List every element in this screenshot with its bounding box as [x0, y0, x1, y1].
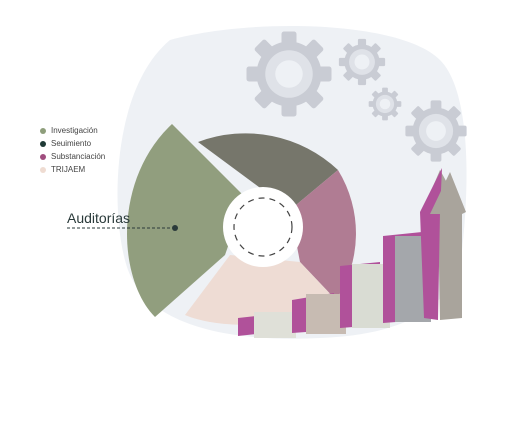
gear-icon	[246, 31, 332, 117]
legend-swatch	[40, 166, 46, 173]
legend-item: Substanciación	[40, 150, 105, 163]
legend-swatch	[40, 127, 46, 134]
gear-icon	[338, 38, 386, 86]
legend-swatch	[40, 140, 46, 147]
legend-label: Investigación	[51, 126, 98, 135]
gear-icon	[405, 100, 467, 162]
legend-item: TRIJAEM	[40, 163, 105, 176]
legend-label: Substanciación	[51, 152, 106, 161]
legend-label: TRIJAEM	[51, 165, 86, 174]
growth-arrow-icon	[238, 168, 466, 338]
callout-dot	[172, 225, 178, 231]
legend-swatch	[40, 153, 46, 160]
legend-item: Seuimiento	[40, 137, 105, 150]
donut-slice-sage	[127, 124, 245, 317]
callout-auditorias-label: Auditorías	[67, 210, 131, 226]
donut-slice-mauve	[290, 170, 356, 300]
donut-slice-taupe	[198, 133, 338, 210]
legend-item: Investigación	[40, 124, 105, 137]
gear-icon	[368, 87, 402, 121]
legend-label: Seuimiento	[51, 139, 92, 148]
